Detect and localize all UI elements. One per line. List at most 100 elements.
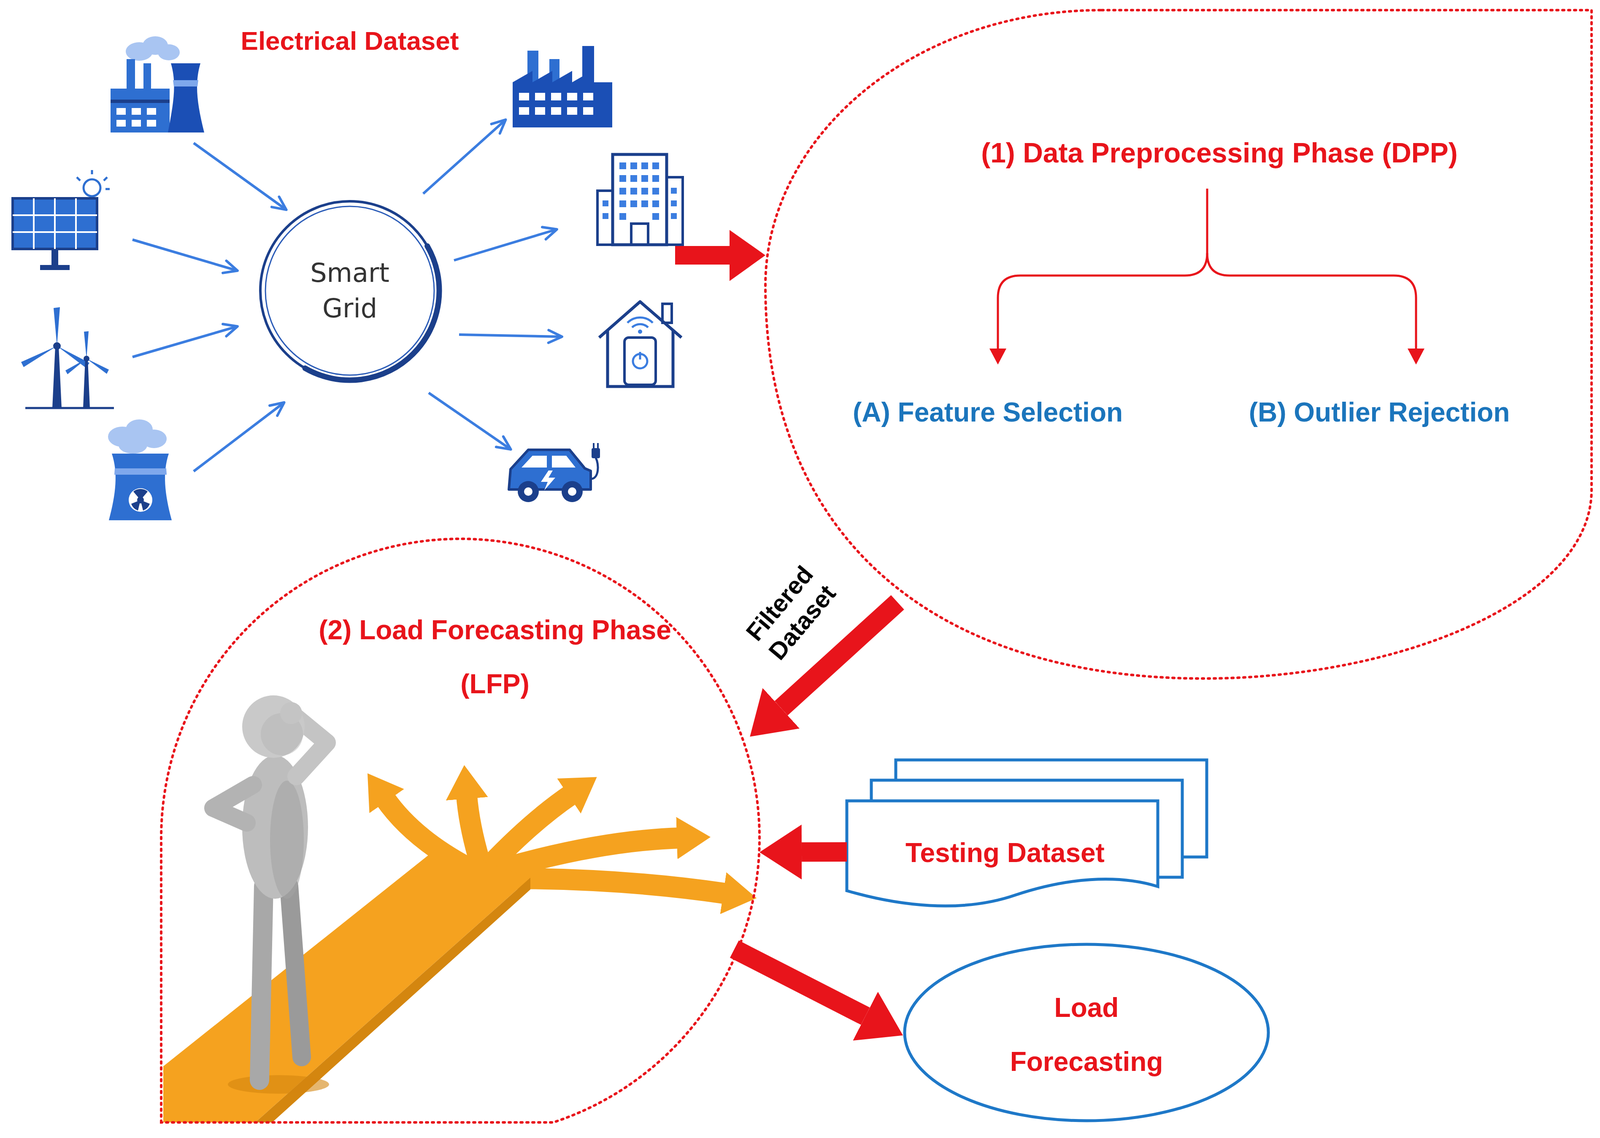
output-ellipse: Load Forecasting xyxy=(902,942,1271,1123)
smart-home-icon-part xyxy=(637,329,643,334)
thinking-person-part xyxy=(270,780,304,899)
wind-turbine-icon-part xyxy=(65,358,87,375)
decision-road-part xyxy=(466,795,482,866)
phase-title: (1) Data Preprocessing Phase (DPP) xyxy=(981,136,1458,170)
factory-icon-part xyxy=(535,92,546,101)
smart-home-icon-part xyxy=(599,301,682,338)
phase-region-outline-part xyxy=(765,10,1592,679)
energy-flow-arrows xyxy=(132,120,562,472)
thinking-person-part xyxy=(259,886,264,1081)
flow-arrow xyxy=(734,948,866,1017)
energy-flow-arrows-part xyxy=(459,334,562,337)
electric-car-icon-part xyxy=(561,481,583,503)
office-building-icon-part xyxy=(602,162,677,220)
energy-flow-arrows-part xyxy=(132,326,237,357)
section-title: Electrical Dataset xyxy=(240,25,460,57)
nuclear-plant-icon-part xyxy=(140,500,150,511)
document-stack: Testing Dataset xyxy=(846,759,1209,924)
thinking-person-part xyxy=(242,695,305,758)
wind-turbine-icon-part xyxy=(83,331,89,359)
office-building-icon-part-part xyxy=(602,213,609,219)
phase-region-outline xyxy=(765,10,1592,679)
smart-home-icon xyxy=(599,301,682,387)
output-title: Load Forecasting xyxy=(981,980,1192,1089)
office-building-icon-part-part xyxy=(652,162,660,170)
nuclear-plant-icon-part xyxy=(114,468,167,475)
hub-circle-outline-part xyxy=(260,201,440,381)
step-label: (B) Outlier Rejection xyxy=(1248,396,1511,429)
electric-car-icon-part xyxy=(540,470,556,491)
electric-car-icon-part xyxy=(590,457,598,479)
electric-car-icon-part xyxy=(517,481,539,503)
smart-home-icon-part xyxy=(607,329,673,387)
document-stack-outline-part xyxy=(846,800,1158,906)
phase-title: (2) Load Forecasting Phase (LFP) xyxy=(313,602,677,711)
phase-region: (2) Load Forecasting Phase (LFP) xyxy=(161,538,760,1123)
wind-turbine-icon-part xyxy=(53,342,61,350)
flow-arrow xyxy=(801,842,847,862)
electric-car-icon-part xyxy=(551,455,576,468)
nuclear-plant-icon-part xyxy=(128,488,153,512)
office-building-icon-part-part xyxy=(641,200,649,208)
solar-panel-icon-part xyxy=(54,198,56,249)
wind-turbine-icon xyxy=(21,307,114,409)
solar-panel-icon-part xyxy=(12,198,98,249)
factory-icon-part xyxy=(567,107,578,115)
decision-road-part xyxy=(227,1075,330,1094)
dataset-flow-arrow xyxy=(675,229,766,282)
office-building-icon-part-part xyxy=(630,200,638,208)
solar-panel-icon-part xyxy=(103,177,108,181)
split-bracket xyxy=(989,188,1425,365)
wind-turbine-icon-part xyxy=(52,345,62,409)
energy-flow-arrows-part xyxy=(193,143,286,210)
flow-arrow xyxy=(781,602,898,709)
wind-turbine-icon-part xyxy=(83,358,90,409)
energy-flow-arrows-part xyxy=(193,402,284,472)
electric-car-icon-part xyxy=(591,448,600,459)
power-plant-icon-part xyxy=(126,59,136,93)
solar-panel-icon-part xyxy=(12,214,98,217)
office-building-icon-part-part xyxy=(670,187,677,194)
phase-region-outline-part xyxy=(161,538,760,1123)
solar-panel-icon xyxy=(12,170,110,271)
office-building-icon-part-part xyxy=(630,187,638,195)
office-building-icon-part-part xyxy=(630,162,638,170)
solar-panel-icon-part xyxy=(83,179,101,197)
office-building-icon-part-part xyxy=(652,213,660,220)
decision-road-part xyxy=(506,878,727,894)
nuclear-plant-icon xyxy=(108,419,172,521)
split-bracket-part xyxy=(1207,253,1417,352)
decision-road-part xyxy=(163,846,531,1123)
energy-flow-arrows-part xyxy=(454,229,557,261)
power-plant-icon-part xyxy=(110,88,170,133)
office-building-icon-part-part xyxy=(670,200,677,207)
power-plant-icon-part xyxy=(116,119,126,127)
solar-panel-icon-part xyxy=(12,231,98,233)
solar-panel-icon-part xyxy=(75,198,77,249)
factory-icon-part xyxy=(551,92,562,101)
factory-icon xyxy=(512,45,613,128)
office-building-icon-part-part xyxy=(619,175,627,182)
solar-panel-icon-part xyxy=(40,264,70,271)
factory-icon-part xyxy=(567,92,578,101)
split-bracket-part xyxy=(989,348,1007,365)
office-building-icon xyxy=(597,154,683,245)
hub-circle-outline-part xyxy=(265,206,435,376)
wind-turbine-icon-part xyxy=(56,345,90,368)
factory-icon-part xyxy=(518,107,530,115)
output-ellipse-outline-part xyxy=(904,944,1269,1121)
office-building-icon-part-part xyxy=(641,175,649,182)
power-plant-icon-part xyxy=(110,99,170,103)
power-plant-icon-part xyxy=(157,44,180,61)
electric-car-icon-part xyxy=(567,487,577,496)
electric-car-icon-part xyxy=(524,487,533,496)
office-building-icon-part-part xyxy=(619,187,627,195)
solar-panel-icon-part xyxy=(91,170,94,175)
output-ellipse-outline xyxy=(902,942,1271,1123)
solar-panel-icon-part xyxy=(105,188,110,191)
smart-home-icon-part xyxy=(639,351,642,360)
office-building-icon-part-part xyxy=(619,200,627,208)
wind-turbine-icon-part xyxy=(53,307,60,346)
